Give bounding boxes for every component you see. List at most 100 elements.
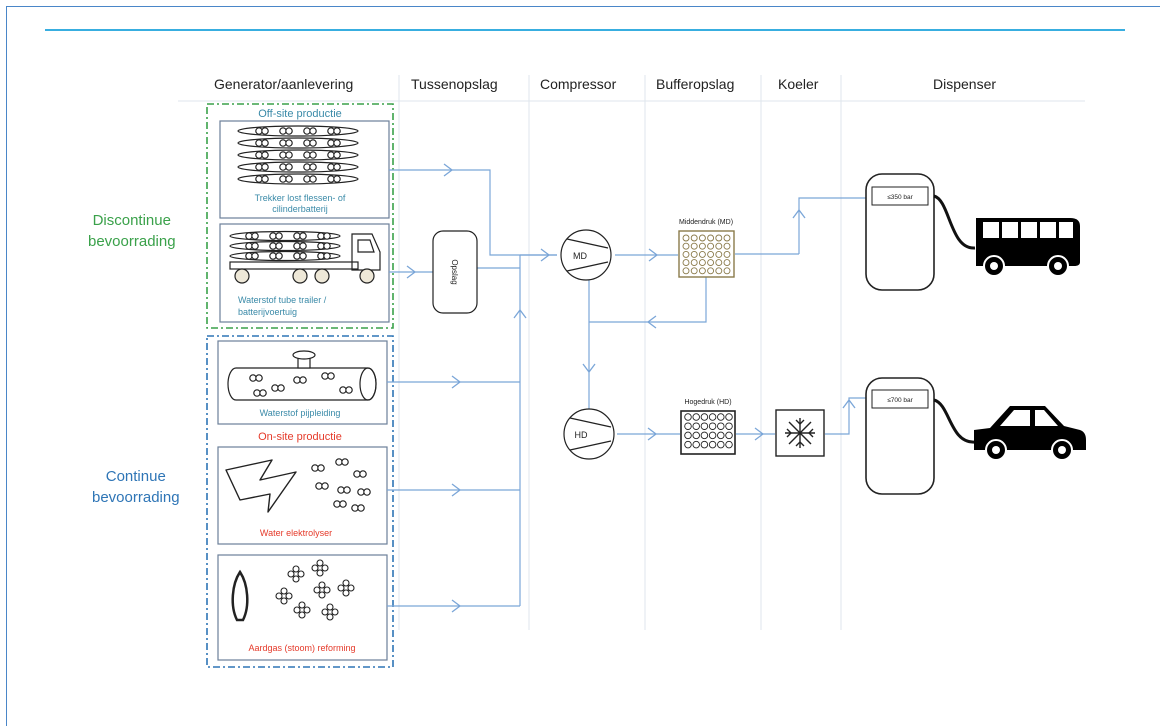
onsite-title: On-site productie [258, 431, 342, 443]
buffer-cylinder [690, 259, 698, 267]
buffer-cylinder [698, 250, 706, 258]
pijpleiding-label: Waterstof pijpleiding [260, 408, 341, 418]
buffer-cylinder [707, 259, 715, 267]
buffer-cylinder [717, 440, 725, 449]
buffer-cylinder [725, 440, 733, 449]
buffer-cylinder [707, 250, 715, 258]
opslag-label: Opslag [450, 259, 459, 284]
buffer-cylinder [715, 242, 723, 250]
buffer-cylinder [707, 234, 715, 242]
continue-label: Continue bevoorrading [92, 466, 180, 508]
arrow-trekker [443, 163, 454, 177]
buffer-cylinder [723, 267, 731, 275]
hogedruk-label: Hogedruk (HD) [684, 399, 731, 406]
dispenser-700-hose [933, 398, 976, 444]
discontinue-label-line1: Discontinue [92, 212, 171, 229]
buffer-cylinder [715, 250, 723, 258]
car-icon [974, 406, 1086, 461]
column-header-tussenopslag: Tussenopslag [411, 76, 498, 92]
buffer-cylinder [682, 259, 690, 267]
arrow-up-dispenser-700 [842, 398, 856, 409]
buffer-cylinder [715, 234, 723, 242]
koeler [775, 409, 825, 457]
buffer-cylinder [723, 242, 731, 250]
flow-lines [387, 169, 869, 607]
buffer-cylinder [717, 422, 725, 430]
buffer-cylinder [715, 267, 723, 275]
flow-diagram: Off-site productie On-site productie Tre… [178, 75, 1086, 668]
hd-buffer: Hogedruk (HD) [680, 399, 736, 455]
arrow-reforming [451, 599, 462, 613]
md-label: MD [573, 251, 587, 261]
buffer-cylinder [725, 422, 733, 430]
md-buffer: Middendruk (MD) [678, 219, 735, 278]
buffer-cylinder [684, 440, 692, 449]
continue-label-line1: Continue [105, 468, 166, 485]
buffer-cylinder [682, 250, 690, 258]
buffer-cylinder [715, 259, 723, 267]
dispenser-700: ≤700 bar [865, 377, 976, 495]
cylinder-batteries-icon [237, 125, 359, 185]
arrow-return [646, 315, 657, 329]
buffer-cylinder [698, 242, 706, 250]
truck-icon [229, 230, 381, 284]
page-frame [6, 6, 1160, 726]
buffer-cylinder [723, 250, 731, 258]
buffer-cylinder [690, 242, 698, 250]
buffer-cylinder [698, 259, 706, 267]
header-rule [45, 29, 1125, 31]
continue-label-line2: bevoorrading [92, 489, 180, 506]
buffer-cylinder [700, 422, 709, 430]
pipeline-icon [227, 350, 377, 401]
middendruk-label: Middendruk (MD) [679, 219, 733, 226]
buffer-cylinder [725, 413, 733, 421]
buffer-cylinder [723, 259, 731, 267]
bus-icon [976, 218, 1080, 277]
dispenser-350-hose [933, 194, 976, 250]
arrow-to-md-buffer [648, 248, 659, 262]
column-separators [398, 75, 842, 630]
buffer-cylinder [723, 234, 731, 242]
trekker-label-line1: Trekker lost flessen- of [255, 193, 346, 203]
hd-label: HD [575, 430, 588, 440]
column-header-dispenser: Dispenser [933, 76, 997, 92]
buffer-cylinder [700, 413, 709, 421]
lightning-icon [225, 459, 297, 513]
column-header-bufferopslag: Bufferopslag [656, 76, 735, 92]
dispenser-700-label: ≤700 bar [887, 397, 913, 404]
buffer-cylinder [708, 413, 717, 421]
buffer-cylinder [682, 234, 690, 242]
discontinue-group-frame [206, 103, 394, 329]
buffer-cylinder [725, 431, 733, 440]
buffer-cylinder [684, 413, 692, 421]
buffer-cylinder [708, 431, 717, 440]
offsite-title: Off-site productie [258, 108, 342, 120]
arrow-pijpleiding [451, 375, 462, 389]
arrow-to-md [540, 248, 551, 262]
opslag-tank: Opslag [432, 230, 478, 314]
buffer-cylinder [708, 422, 717, 430]
flow-arrows [406, 163, 856, 613]
tube-trailer-label-line2: batterijvoertuig [238, 307, 297, 317]
tube-trailer-box: Waterstof tube trailer / batterijvoertui… [219, 223, 390, 323]
tube-trailer-label-line1: Waterstof tube trailer / [238, 295, 327, 305]
buffer-cylinder [684, 431, 692, 440]
reforming-label: Aardgas (stoom) reforming [248, 643, 355, 653]
arrow-trailer [406, 265, 417, 279]
buffer-cylinder [692, 440, 700, 449]
dispenser-350-label: ≤350 bar [887, 194, 913, 201]
buffer-cylinder [690, 250, 698, 258]
arrow-to-hd-buffer [647, 427, 658, 441]
elektrolyser-label: Water elektrolyser [260, 528, 332, 538]
snowflake-icon [785, 418, 815, 448]
buffer-cylinder [698, 267, 706, 275]
elektrolyser-box: Water elektrolyser [217, 446, 388, 545]
buffer-cylinder [690, 267, 698, 275]
arrow-elektrolyser [451, 483, 462, 497]
hd-compressor: HD [563, 408, 615, 460]
buffer-cylinder [684, 422, 692, 430]
buffer-cylinder [690, 234, 698, 242]
arrow-up-collector [513, 308, 527, 319]
page: { "columns": ["Generator/aanlevering", "… [6, 6, 1160, 726]
buffer-cylinder [692, 431, 700, 440]
